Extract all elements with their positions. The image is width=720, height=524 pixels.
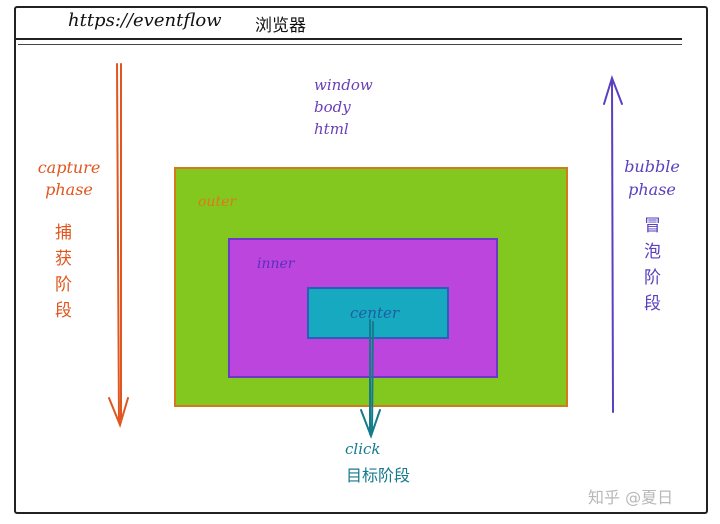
address-url[interactable]: https://eventflow	[68, 10, 222, 31]
bubble-cn-char-1: 冒	[644, 216, 661, 236]
click-label: click	[345, 440, 381, 458]
bubble-label-line1: bubble	[624, 157, 680, 176]
capture-arrow	[108, 63, 129, 429]
capture-cn-char-4: 段	[55, 301, 72, 321]
address-bar-underline	[14, 38, 682, 40]
capture-label-line1: capture	[37, 158, 101, 177]
capture-cn-char-2: 获	[55, 249, 72, 269]
capture-cn-char-3: 阶	[55, 275, 72, 295]
outer-label: outer	[198, 194, 237, 210]
bubble-label-line2: phase	[628, 180, 676, 199]
capture-phase-label: capture phase	[34, 157, 104, 201]
capture-cn-char-1: 捕	[55, 223, 72, 243]
propagation-chain: window body html	[314, 74, 373, 140]
browser-window-frame	[14, 6, 708, 514]
watermark: 知乎 @夏日	[588, 488, 674, 507]
center-label: center	[350, 304, 400, 322]
chain-body: body	[314, 98, 351, 116]
capture-label-line2: phase	[45, 180, 93, 199]
chain-html: html	[314, 120, 349, 138]
bubble-cn-char-2: 泡	[644, 242, 661, 262]
bubble-cn-char-3: 阶	[644, 268, 661, 288]
chain-window: window	[314, 76, 373, 94]
bubble-phase-label: bubble phase	[622, 155, 682, 201]
browser-label: 浏览器	[255, 16, 306, 36]
inner-label: inner	[257, 256, 295, 272]
bubble-cn-char-4: 段	[644, 294, 661, 314]
bubble-arrow	[603, 74, 623, 413]
center-box[interactable]	[307, 287, 449, 339]
target-arrow	[360, 319, 381, 439]
target-phase-label: 目标阶段	[346, 466, 411, 485]
address-bar-underline-secondary	[18, 44, 682, 45]
